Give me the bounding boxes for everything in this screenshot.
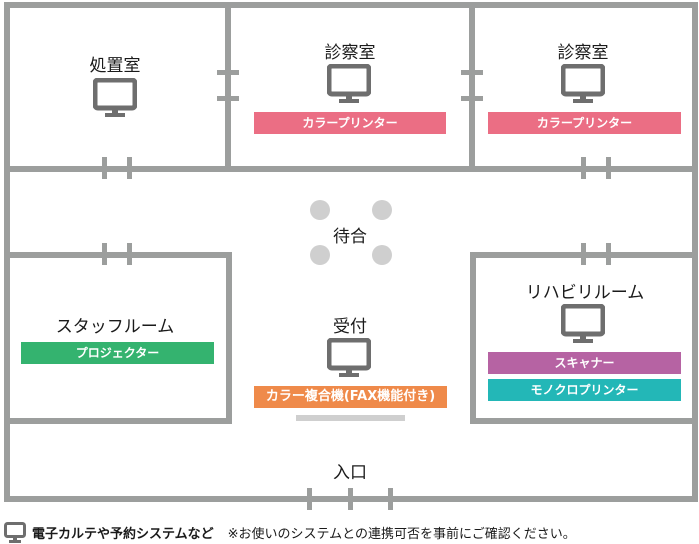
top-rooms-bottom-wall bbox=[4, 166, 698, 172]
exam-room-2-label: 診察室 bbox=[557, 43, 609, 63]
reception-counter bbox=[296, 415, 405, 421]
door-mark bbox=[606, 243, 611, 265]
scanner-badge: スキャナー bbox=[488, 352, 681, 374]
door-mark bbox=[461, 96, 483, 101]
wall-divider-1 bbox=[225, 2, 231, 170]
door-mark bbox=[102, 157, 107, 179]
treatment-room-label: 処置室 bbox=[89, 56, 141, 76]
entrance-door-mark bbox=[348, 488, 353, 510]
door-mark bbox=[461, 70, 483, 75]
reception-label: 受付 bbox=[333, 317, 367, 337]
wall-divider-2 bbox=[469, 2, 475, 170]
door-mark bbox=[581, 157, 586, 179]
monitor-icon bbox=[4, 521, 26, 543]
staff-room-bottom-wall bbox=[4, 418, 232, 424]
color-printer-badge: カラープリンター bbox=[488, 112, 681, 134]
entrance-door-mark bbox=[388, 488, 393, 510]
color-printer-badge: カラープリンター bbox=[254, 112, 446, 134]
monitor-icon bbox=[561, 64, 605, 103]
waiting-seat bbox=[372, 245, 392, 265]
waiting-seat bbox=[372, 200, 392, 220]
door-mark bbox=[127, 243, 132, 265]
waiting-area-label: 待合 bbox=[333, 227, 367, 247]
door-mark bbox=[127, 157, 132, 179]
monitor-icon bbox=[327, 338, 371, 377]
staff-room-label: スタッフルーム bbox=[55, 317, 175, 337]
legend-label: 電子カルテや予約システムなど bbox=[32, 526, 214, 542]
legend: 電子カルテや予約システムなど ※お使いのシステムとの連携可否を事前にご確認くださ… bbox=[4, 521, 576, 543]
entrance-door-mark bbox=[307, 488, 312, 510]
entrance-label: 入口 bbox=[333, 463, 367, 483]
door-mark bbox=[217, 70, 239, 75]
projector-badge: プロジェクター bbox=[21, 342, 214, 364]
monitor-icon bbox=[93, 78, 137, 117]
monitor-icon bbox=[561, 304, 605, 343]
mono-printer-badge: モノクロプリンター bbox=[488, 379, 681, 401]
staff-room-top-wall bbox=[4, 252, 232, 258]
exam-room-1-label: 診察室 bbox=[324, 43, 376, 63]
multifunction-printer-badge: カラー複合機(FAX機能付き) bbox=[254, 386, 447, 408]
monitor-icon bbox=[327, 64, 371, 103]
rehab-room-left-wall bbox=[470, 252, 476, 424]
outer-wall-top bbox=[4, 2, 698, 8]
legend-note: ※お使いのシステムとの連携可否を事前にご確認ください。 bbox=[227, 526, 576, 542]
door-mark bbox=[581, 243, 586, 265]
waiting-seat bbox=[310, 200, 330, 220]
waiting-seat bbox=[310, 245, 330, 265]
door-mark bbox=[606, 157, 611, 179]
rehab-room-bottom-wall bbox=[470, 418, 698, 424]
rehab-room-label: リハビリルーム bbox=[525, 283, 645, 303]
staff-room-right-wall bbox=[226, 252, 232, 424]
door-mark bbox=[102, 243, 107, 265]
door-mark bbox=[217, 96, 239, 101]
